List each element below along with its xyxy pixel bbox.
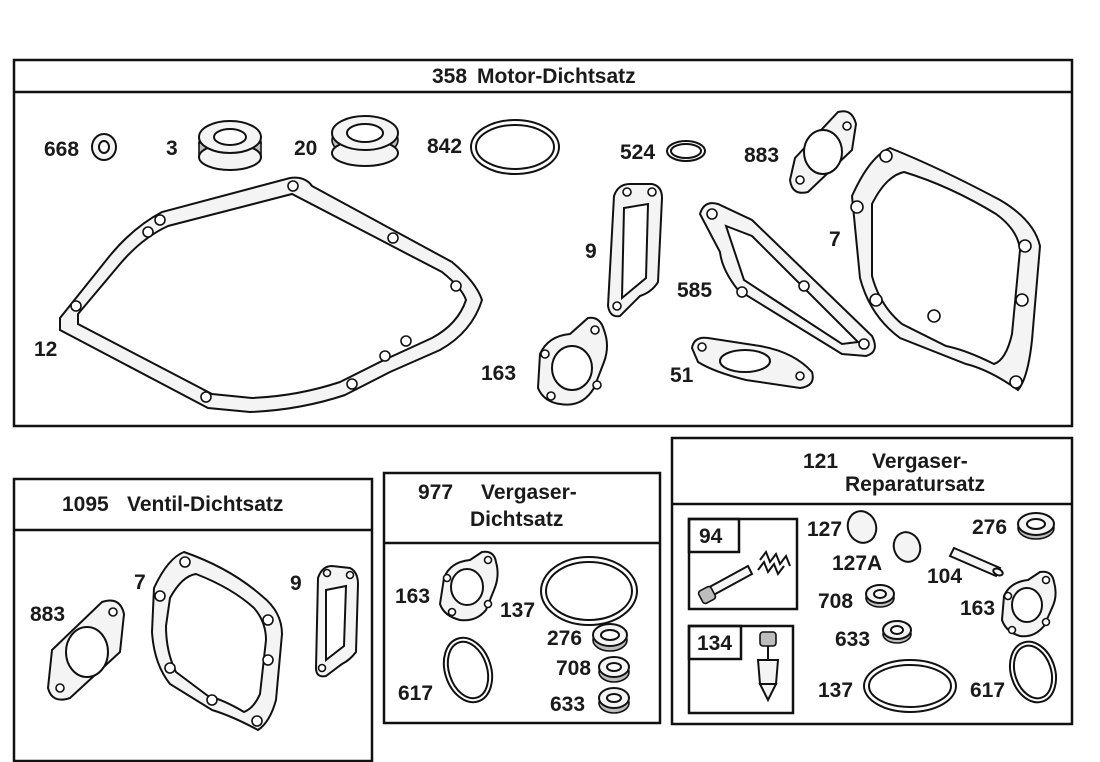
motor-gasket-panel: 358 Motor-Dichtsatz 668 3 20 xyxy=(12,58,1074,428)
part-7-head-gasket xyxy=(850,146,1042,392)
valve-part-7-label: 7 xyxy=(134,571,146,594)
carb-gasket-panel-title-line1: Vergaser- xyxy=(481,481,577,504)
valve-panel-title: Ventil-Dichtsatz xyxy=(127,493,283,516)
part-163-label: 163 xyxy=(481,362,516,385)
carb-repair-part-633-seal xyxy=(882,620,912,644)
subkit-134-float-needle xyxy=(756,631,780,703)
carb-repair-part-708-label: 708 xyxy=(818,590,853,613)
motor-panel-title: Motor-Dichtsatz xyxy=(477,65,636,88)
carb-repair-panel-title-line1: Vergaser- xyxy=(872,450,968,473)
part-883-intake-gasket xyxy=(788,110,858,194)
carb-gasket-part-617-o-ring xyxy=(442,636,494,704)
part-524-ring xyxy=(666,140,706,162)
carb-gasket-part-276-seal xyxy=(592,623,628,652)
subkit-134-number-box xyxy=(687,624,743,661)
subkit-134-label: 134 xyxy=(697,632,732,655)
part-7-label: 7 xyxy=(829,228,841,251)
carb-repair-part-276-label: 276 xyxy=(972,516,1007,539)
carb-repair-part-127-label: 127 xyxy=(807,518,842,541)
subkit-94-label: 94 xyxy=(699,525,723,548)
valve-gasket-panel: 1095 Ventil-Dichtsatz 883 7 xyxy=(12,477,374,762)
carb-gasket-part-163-label: 163 xyxy=(395,585,430,608)
part-20-oil-seal xyxy=(331,115,399,167)
carb-gasket-panel-frame xyxy=(382,471,662,725)
valve-panel-frame xyxy=(12,477,374,762)
carb-repair-part-163-gasket xyxy=(1000,570,1057,638)
part-12-label: 12 xyxy=(34,338,57,361)
carb-gasket-part-163 xyxy=(438,550,499,622)
motor-panel-frame xyxy=(12,58,1074,428)
part-51-label: 51 xyxy=(670,364,694,387)
carb-gasket-part-633-seal xyxy=(598,687,630,714)
carb-repair-part-617-label: 617 xyxy=(970,679,1005,702)
part-668-label: 668 xyxy=(44,138,79,161)
part-3-oil-seal xyxy=(198,120,262,171)
part-20-label: 20 xyxy=(294,137,317,160)
carb-repair-part-127a-label: 127A xyxy=(832,552,882,575)
carb-repair-part-127a-plug xyxy=(892,531,922,563)
carb-repair-part-633-label: 633 xyxy=(835,628,870,651)
carb-repair-panel-frame xyxy=(670,436,1074,726)
carb-gasket-panel-number: 977 xyxy=(418,481,453,504)
valve-part-7-head-gasket xyxy=(150,550,284,732)
carb-gasket-part-137-label: 137 xyxy=(500,599,535,622)
valve-part-883-label: 883 xyxy=(30,603,65,626)
part-9-label: 9 xyxy=(585,240,597,263)
carb-repair-part-104-shaft xyxy=(948,546,1004,578)
carb-repair-part-617-o-ring xyxy=(1008,640,1058,704)
carb-repair-part-163-label: 163 xyxy=(960,597,995,620)
part-524-label: 524 xyxy=(620,141,655,164)
valve-part-9-cover-gasket xyxy=(314,564,360,678)
carb-gasket-part-708-label: 708 xyxy=(556,657,591,680)
carb-gasket-part-276-label: 276 xyxy=(547,627,582,650)
carb-gasket-part-708-washer xyxy=(598,656,630,683)
valve-panel-number: 1095 xyxy=(62,493,109,516)
part-842-label: 842 xyxy=(427,135,462,158)
subkit-94-frame xyxy=(687,517,799,611)
subkit-94-idle-screw-and-spring xyxy=(697,549,791,605)
part-9-valve-cover-gasket xyxy=(606,183,664,318)
part-842-o-ring xyxy=(470,119,560,175)
part-163-carburetor-gasket xyxy=(536,316,608,406)
carburetor-gasket-panel: 977 Vergaser- Dichtsatz 163 137 276 xyxy=(382,471,662,725)
carb-repair-part-708-washer xyxy=(865,584,895,608)
part-3-label: 3 xyxy=(166,137,178,160)
carb-gasket-part-617-label: 617 xyxy=(398,682,433,705)
valve-part-9-label: 9 xyxy=(290,572,302,595)
part-585-label: 585 xyxy=(677,279,712,302)
carb-gasket-panel-title-line2: Dichtsatz xyxy=(470,508,563,531)
carb-repair-part-137-o-ring xyxy=(863,659,957,713)
valve-part-883-intake-gasket xyxy=(46,599,126,701)
carb-repair-part-104-label: 104 xyxy=(927,565,962,588)
carb-repair-part-127-plug xyxy=(846,510,878,544)
carb-repair-panel-title-line2: Reparatursatz xyxy=(845,473,985,496)
carb-repair-part-276-seal xyxy=(1017,512,1055,540)
part-51-exhaust-gasket xyxy=(690,336,814,390)
subkit-94-number-box xyxy=(687,517,741,554)
part-585-breather-gasket xyxy=(698,202,876,358)
carburetor-repair-panel: 121 Vergaser- Reparatursatz 94 134 127 xyxy=(670,436,1074,726)
part-668-nut xyxy=(91,133,117,161)
carb-repair-panel-number: 121 xyxy=(803,450,838,473)
part-12-crankcase-gasket xyxy=(59,176,484,414)
part-883-label: 883 xyxy=(744,144,779,167)
motor-panel-number: 358 xyxy=(432,65,467,88)
carb-gasket-part-633-label: 633 xyxy=(550,693,585,716)
carb-repair-part-137-label: 137 xyxy=(818,679,853,702)
carb-gasket-part-137-o-ring xyxy=(540,556,638,626)
